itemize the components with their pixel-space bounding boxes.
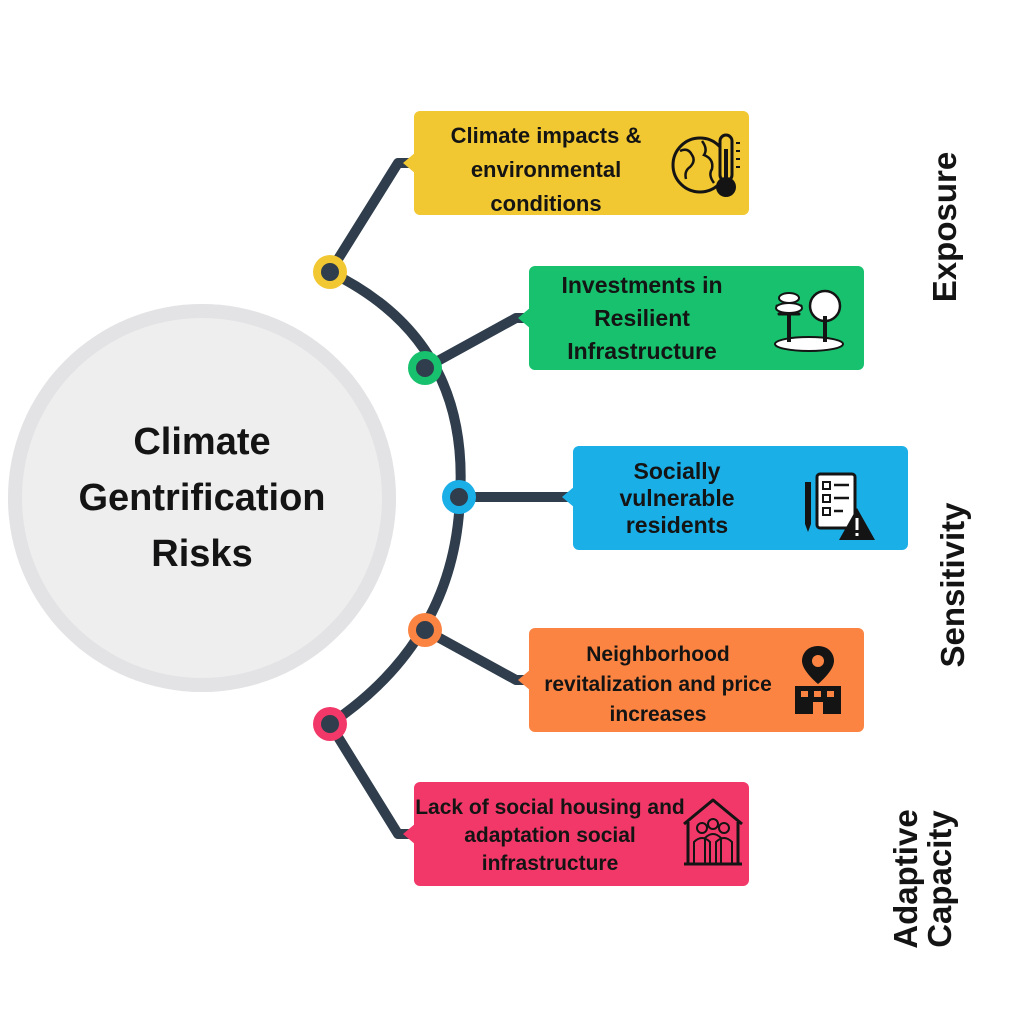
pointer-4 — [518, 669, 531, 691]
node-1 — [313, 255, 347, 289]
item-box-resilient-infrastructure: Investments in Resilient Infrastructure — [529, 266, 864, 370]
node-4 — [408, 613, 442, 647]
item-label: Investments in Resilient Infrastructure — [561, 272, 723, 364]
item-label: Neighborhood revitalization and price in… — [544, 643, 772, 726]
item-box-neighborhood-revitalization: Neighborhood revitalization and price in… — [529, 628, 864, 732]
item-box-vulnerable-residents: Socially vulnerable residents — [573, 446, 908, 550]
node-2 — [408, 351, 442, 385]
house-people-icon — [683, 798, 743, 866]
category-adaptive-capacity: Adaptive Capacity — [887, 794, 961, 964]
pointer-5 — [403, 823, 416, 845]
pointer-3 — [562, 486, 575, 508]
item-box-social-housing: Lack of social housing and adaptation so… — [414, 782, 749, 886]
pointer-1 — [403, 152, 416, 174]
connector-4 — [422, 625, 529, 685]
category-sensitivity: Sensitivity — [934, 502, 971, 668]
category-adaptive-line-1: Adaptive — [887, 809, 924, 949]
connector-1 — [325, 158, 414, 275]
item-label: Socially vulnerable residents — [619, 458, 735, 538]
item-label: Lack of social housing and adaptation so… — [415, 796, 685, 875]
item-label: Climate impacts & environmental conditio… — [450, 123, 642, 216]
node-3 — [442, 480, 476, 514]
category-exposure: Exposure — [926, 151, 963, 303]
globe-thermometer-icon — [671, 133, 740, 197]
center-circle — [8, 304, 396, 692]
category-adaptive-line-2: Capacity — [921, 810, 958, 948]
checklist-warning-icon — [805, 472, 875, 540]
pointer-2 — [518, 307, 531, 329]
connector-2 — [422, 313, 529, 373]
item-box-climate-impacts: Climate impacts & environmental conditio… — [414, 111, 749, 216]
center-title: Climate Gentrification Risks — [78, 421, 326, 575]
building-location-pin-icon — [795, 646, 841, 714]
node-5 — [313, 707, 347, 741]
trees-icon — [774, 289, 844, 352]
connector-5 — [325, 721, 414, 839]
